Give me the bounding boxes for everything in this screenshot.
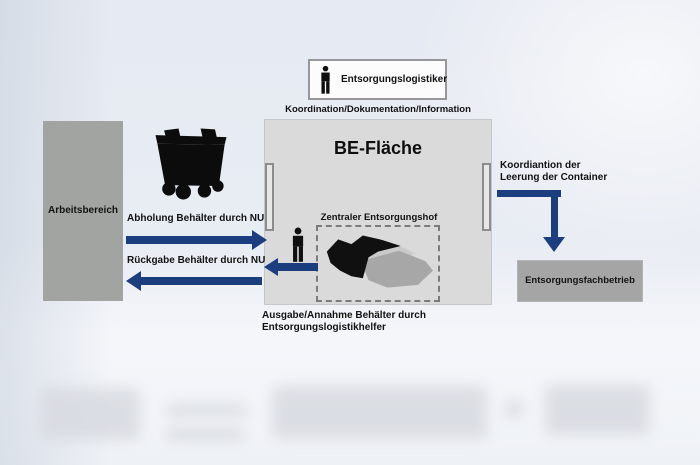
person-icon xyxy=(319,65,332,95)
workspace-box: Arbeitsbereich xyxy=(43,121,123,301)
waste-container-icon xyxy=(143,124,239,202)
arrowhead-left-icon xyxy=(126,271,141,291)
blurred-background-shape xyxy=(40,388,140,440)
waste-pile-graphic xyxy=(318,227,438,300)
workspace-label: Arbeitsbereich xyxy=(47,205,119,216)
worker-person-icon xyxy=(290,227,306,263)
handover-note: Ausgabe/Annahme Behälter durch Entsorgun… xyxy=(262,310,426,333)
pickup-arrow-label: Abholung Behälter durch NU xyxy=(127,213,265,224)
gate-marker-right-icon xyxy=(482,163,491,231)
yard-label: Zentraler Entsorgungshof xyxy=(320,212,438,223)
blurred-background-shape xyxy=(545,385,650,435)
actor-label: Entsorgungslogistiker xyxy=(341,73,448,85)
arrowhead-right-icon xyxy=(252,230,267,250)
blurred-background-shape xyxy=(165,428,245,441)
blurred-background-shape xyxy=(272,386,487,439)
return-arrow-label: Rückgabe Behälter durch NU xyxy=(127,255,266,266)
yard-dashed-box xyxy=(316,225,440,302)
blurred-background-shape xyxy=(165,404,247,417)
blurred-background-shape xyxy=(505,400,523,418)
be-area-title: BE-Fläche xyxy=(333,138,423,158)
disposal-company-label: Entsorgungsfachbetrieb xyxy=(525,275,635,286)
actor-box: Entsorgungslogistiker xyxy=(308,59,447,100)
emptying-coordination-label: Koordiantion der Leerung der Container xyxy=(500,160,608,183)
disposal-company-box: Entsorgungsfachbetrieb xyxy=(517,260,643,302)
arrowhead-down-icon xyxy=(543,237,565,252)
gate-marker-left-icon xyxy=(265,163,274,231)
arrowhead-left-icon xyxy=(264,258,278,276)
coordination-text: Koordination/Dokumentation/Information xyxy=(285,104,471,115)
